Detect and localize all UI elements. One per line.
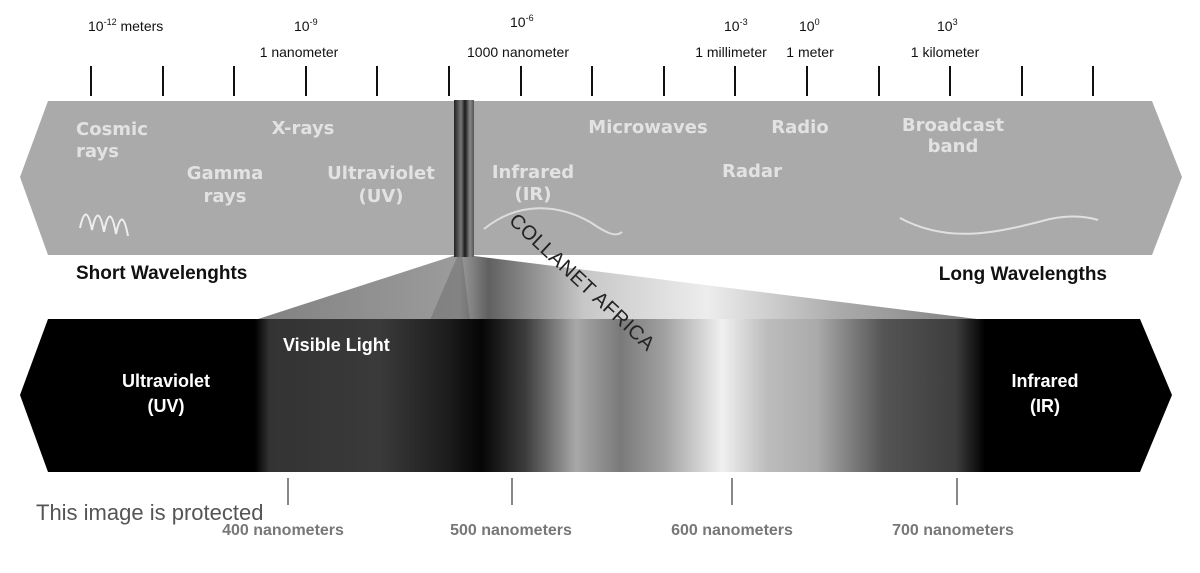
scale-exponent-1e-6: 10-6	[510, 13, 534, 30]
scale-label-1e-12: 10-12 meters	[88, 17, 163, 34]
protected-notice: This image is protected	[36, 500, 264, 525]
visible-light-title: Visible Light	[283, 335, 390, 355]
label-500-nanometers: 500 nanometers	[450, 522, 572, 539]
scale-caption-1-kilometer: 1 kilometer	[911, 44, 980, 60]
visible-spectrum-gradient	[255, 319, 985, 472]
scale-caption-1-meter: 1 meter	[786, 44, 834, 60]
long-wave-icon	[899, 215, 1099, 235]
nanometer-ticks	[287, 478, 958, 505]
scale-exponent-1e3: 103	[937, 17, 958, 34]
label-600-nanometers: 600 nanometers	[671, 522, 793, 539]
visible-light-slit	[454, 100, 474, 257]
scale-ticks	[90, 66, 1094, 96]
short-wavelengths-label: Short Wavelenghts	[76, 263, 247, 284]
visible-light-fan	[255, 255, 985, 320]
band-label-x-rays: X-rays	[272, 118, 335, 139]
scale-caption-1-nanometer: 1 nanometer	[260, 44, 339, 60]
scale-caption-1-millimeter: 1 millimeter	[695, 44, 767, 60]
band-label-radar: Radar	[722, 161, 782, 182]
infrared-wave-icon	[483, 207, 623, 236]
label-700-nanometers: 700 nanometers	[892, 522, 1014, 539]
short-wave-icon	[79, 213, 129, 237]
visible-uv-label: Ultraviolet(UV)	[122, 371, 210, 416]
long-wavelengths-label: Long Wavelengths	[939, 264, 1107, 285]
band-label-infrared: Infrared(IR)	[492, 162, 574, 205]
scale-exponent-1e-3: 10-3	[724, 17, 748, 34]
visible-ir-label: Infrared(IR)	[1011, 371, 1078, 416]
band-label-microwaves: Microwaves	[588, 117, 707, 138]
band-label-radio: Radio	[771, 117, 828, 138]
scale-exponent-1e-9: 10-9	[294, 17, 318, 34]
scale-exponent-1e0: 100	[799, 17, 820, 34]
scale-caption-1000-nanometer: 1000 nanometer	[467, 44, 569, 60]
fan-shadow	[430, 255, 470, 320]
band-label-ultraviolet: Ultraviolet(UV)	[327, 163, 435, 207]
label-400-nanometers: 400 nanometers	[222, 522, 344, 539]
spectrum-band	[20, 101, 1182, 255]
